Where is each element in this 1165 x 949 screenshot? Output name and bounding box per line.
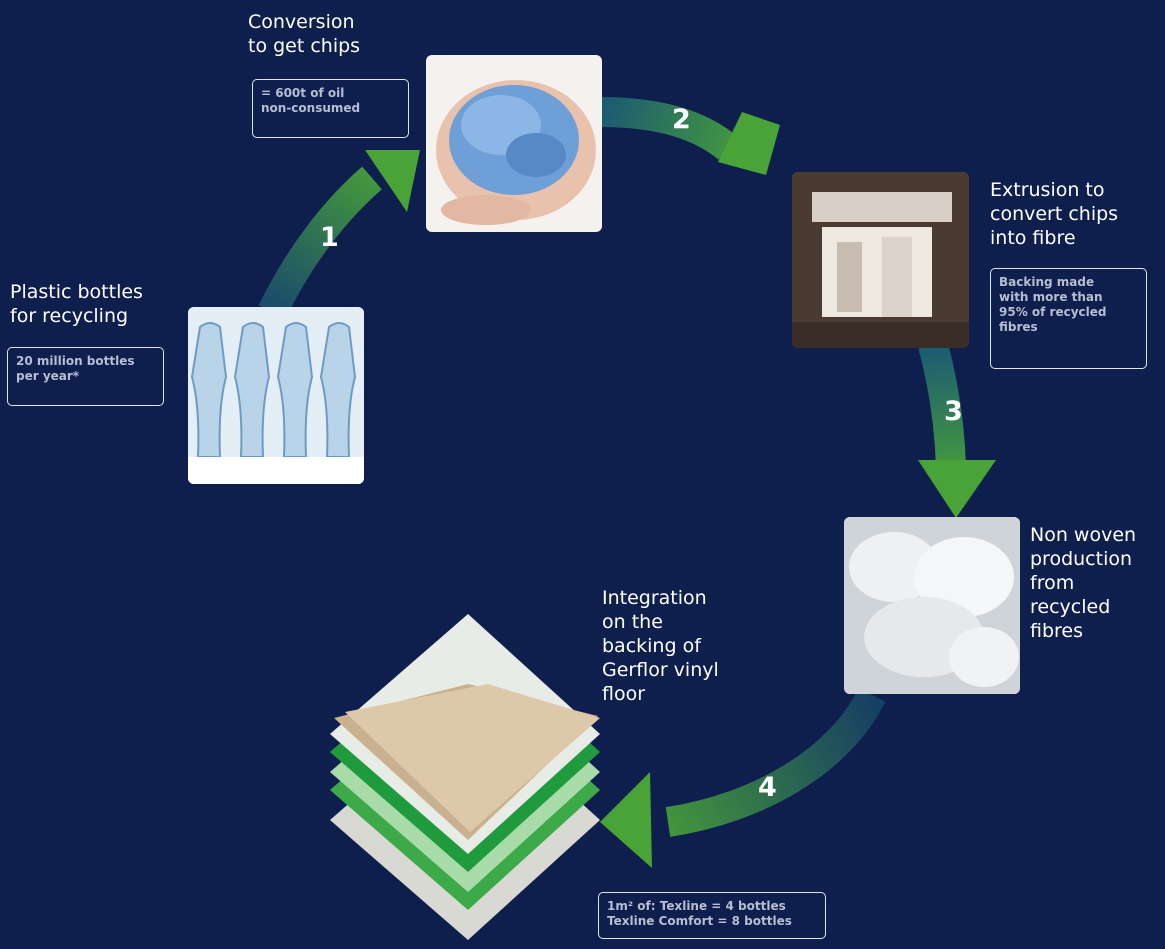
step-number-2: 2 — [672, 104, 691, 135]
extrusion-title-line: convert chips — [990, 203, 1119, 225]
arrow-step-3 — [918, 341, 966, 469]
nonwoven-title-line: production — [1030, 548, 1133, 570]
bottles-title-line: for recycling — [10, 305, 129, 327]
integration-note: 1m² of: Texline = 4 bottles Texline Comf… — [598, 892, 826, 939]
extrusion-title-line: Extrusion to — [990, 179, 1105, 201]
bottles-note-line: 20 million bottles — [16, 354, 135, 368]
bottles-title: Plastic bottles for recycling — [10, 280, 143, 328]
integration-title-line: floor — [602, 683, 646, 705]
extrusion-title-line: into fibre — [990, 227, 1076, 249]
integration-title-line: on the — [602, 611, 663, 633]
extrusion-note-line: Backing made — [999, 275, 1095, 289]
integration-title-line: backing of — [602, 635, 701, 657]
step-number-1: 1 — [320, 222, 339, 253]
arrow-step-3-head — [918, 460, 996, 518]
integration-title: Integration on the backing of Gerflor vi… — [602, 586, 719, 706]
extrusion-illustration — [792, 172, 969, 348]
chips-title-line: Conversion — [248, 11, 355, 33]
step-number-3: 3 — [944, 396, 963, 427]
arrow-step-4 — [665, 688, 886, 837]
arrow-step-1 — [258, 166, 382, 319]
nonwoven-fibre-image — [844, 517, 1020, 694]
floor-layer-wood-top — [345, 684, 600, 832]
extrusion-note-line: fibres — [999, 320, 1038, 334]
bottles-note: 20 million bottles per year* — [7, 347, 164, 406]
chips-note-line: = 600t of oil — [261, 86, 345, 100]
step-number-4: 4 — [758, 772, 777, 803]
integration-title-line: Gerflor vinyl — [602, 659, 719, 681]
extrusion-title: Extrusion to convert chips into fibre — [990, 178, 1118, 250]
extrusion-note-line: with more than — [999, 290, 1103, 304]
chips-title: Conversion to get chips — [248, 10, 360, 58]
nonwoven-title-line: from — [1030, 572, 1075, 594]
chips-note-line: non-consumed — [261, 101, 361, 115]
nonwoven-title-line: fibres — [1030, 620, 1084, 642]
integration-note-line: Texline Comfort = 8 bottles — [607, 914, 792, 928]
nonwoven-title-line: recycled — [1030, 596, 1111, 618]
arrow-step-1-head — [365, 150, 420, 212]
bottles-title-line: Plastic bottles — [10, 281, 143, 303]
bottles-note-line: per year* — [16, 369, 80, 383]
integration-note-line: 1m² of: Texline = 4 bottles — [607, 899, 786, 913]
nonwoven-illustration — [844, 517, 1020, 694]
extrusion-note: Backing made with more than 95% of recyc… — [990, 268, 1147, 369]
chips-title-line: to get chips — [248, 35, 361, 57]
nonwoven-title: Non woven production from recycled fibre… — [1030, 523, 1136, 643]
plastic-chips-image — [426, 55, 602, 232]
extrusion-note-line: 95% of recycled — [999, 305, 1107, 319]
extrusion-machine-image — [792, 172, 969, 348]
chips-note: = 600t of oil non-consumed — [252, 79, 409, 138]
arrow-step-4-head — [600, 772, 652, 868]
nonwoven-title-line: Non woven — [1030, 524, 1137, 546]
chips-illustration — [436, 80, 596, 225]
arrow-step-2-head — [718, 112, 780, 175]
plastic-bottles-image — [188, 307, 364, 484]
integration-title-line: Integration — [602, 587, 707, 609]
bottles-illustration — [188, 307, 364, 484]
arrow-step-2 — [599, 97, 738, 160]
